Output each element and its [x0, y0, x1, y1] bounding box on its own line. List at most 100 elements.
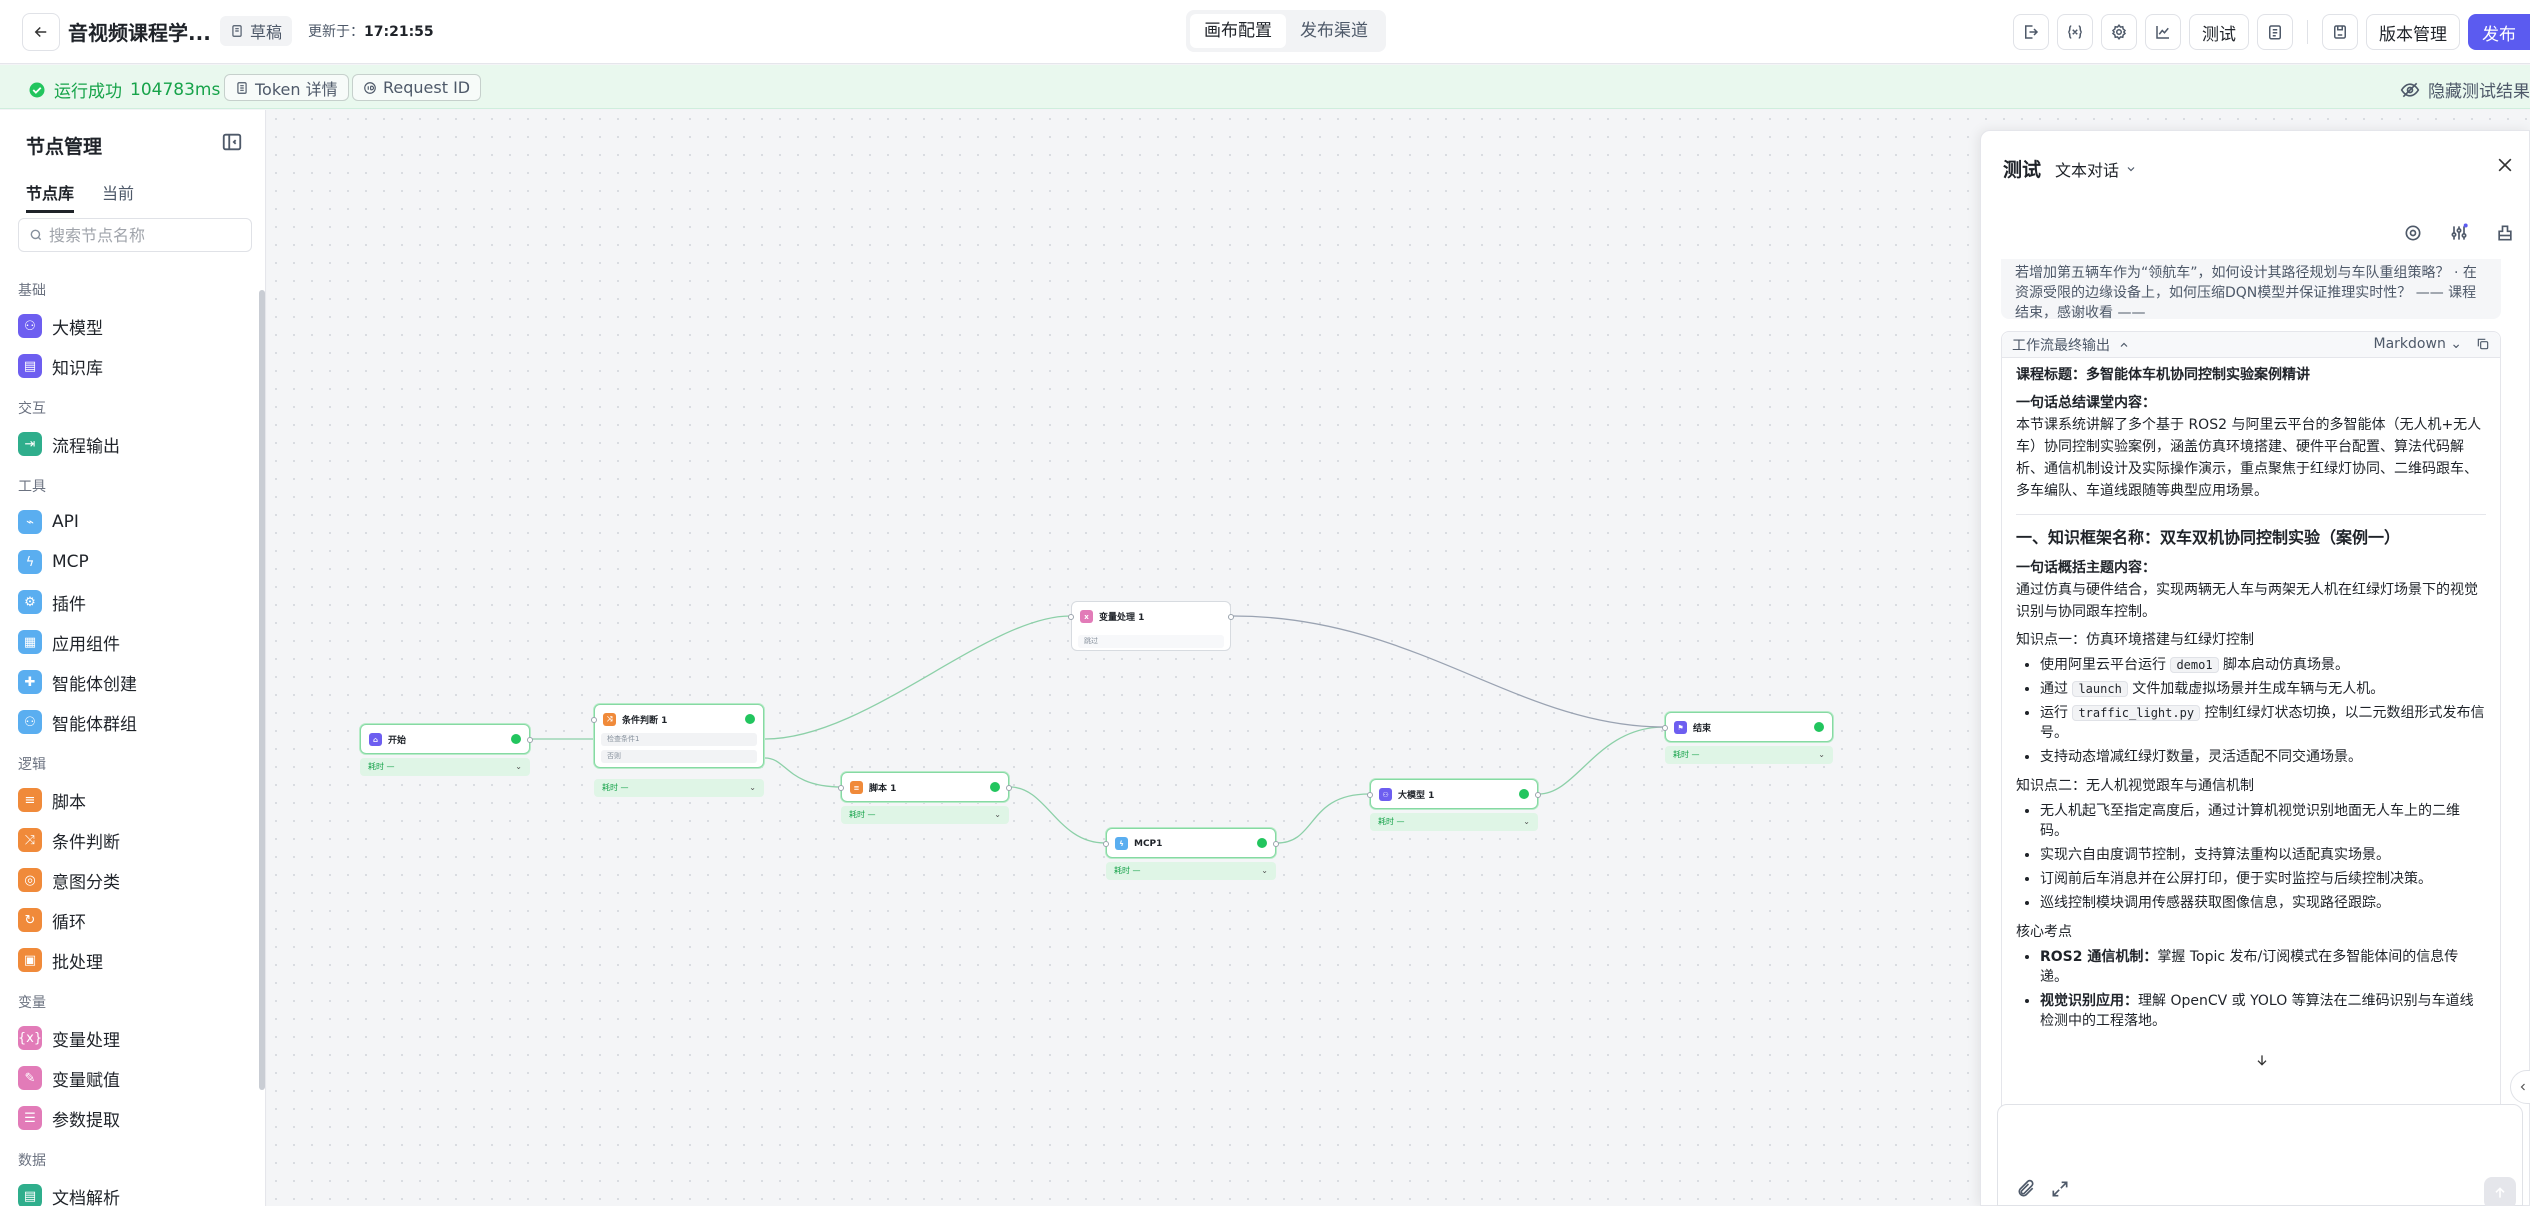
node-item-label: 参数提取	[52, 1110, 120, 1131]
node-item-plugin[interactable]: ⚙插件	[0, 582, 256, 622]
result-text: 耗时 —	[1378, 817, 1405, 826]
node-item-condition[interactable]: ⤨条件判断	[0, 820, 256, 860]
expand-icon[interactable]	[2050, 1179, 2070, 1199]
input-port[interactable]	[1068, 614, 1074, 620]
node-search[interactable]	[18, 218, 252, 252]
script-icon: ≡	[850, 781, 863, 794]
node-item-param-extract[interactable]: ☰参数提取	[0, 1098, 256, 1138]
sliders-icon[interactable]	[2449, 223, 2469, 243]
back-button[interactable]	[22, 13, 60, 51]
chevron-down-icon: ⌄	[515, 762, 522, 771]
node-item-app-component[interactable]: ▦应用组件	[0, 622, 256, 662]
attachment-icon[interactable]	[2016, 1179, 2036, 1199]
node-llm[interactable]: ⚇大模型 1	[1367, 779, 1541, 809]
node-header: ≡脚本 1	[850, 781, 896, 794]
collapse-panel-icon[interactable]	[221, 131, 243, 153]
close-icon[interactable]	[2495, 155, 2515, 175]
category-variables: 变量	[18, 995, 46, 1011]
node-item-label: 文档解析	[52, 1188, 120, 1206]
test-result-scroll[interactable]: 若增加第五辆车作为“领航车”，如何设计其路径规划与车队重组策略？ · 在资源受限…	[1995, 259, 2505, 1206]
test-button[interactable]: 测试	[2189, 14, 2249, 50]
output-port[interactable]	[1006, 785, 1012, 791]
input-port[interactable]	[838, 785, 844, 791]
node-item-llm[interactable]: ⚇大模型	[0, 306, 256, 346]
input-port[interactable]	[1662, 725, 1668, 731]
gear-icon[interactable]	[2403, 223, 2423, 243]
node-item-var-assign[interactable]: ✎变量赋值	[0, 1058, 256, 1098]
copy-icon[interactable]	[2476, 337, 2490, 351]
send-button[interactable]	[2484, 1177, 2516, 1206]
export-button[interactable]	[2013, 14, 2049, 50]
tab-node-library[interactable]: 节点库	[26, 180, 75, 213]
node-item-flow-output[interactable]: ⇥流程输出	[0, 424, 256, 464]
tab-publish-channel[interactable]: 发布渠道	[1300, 21, 1368, 41]
test-history-button[interactable]	[2257, 14, 2293, 50]
node-item-api[interactable]: ⌁API	[0, 502, 256, 542]
node-item-agent-create[interactable]: ✚智能体创建	[0, 662, 256, 702]
token-details-label: Token 详情	[255, 79, 338, 99]
node-item-knowledge[interactable]: ▤知识库	[0, 346, 256, 386]
chevron-up-icon[interactable]	[2118, 339, 2130, 351]
mcp-icon: ϟ	[1115, 837, 1128, 850]
node-condition[interactable]: ⤨条件判断 1 检查条件1 否则	[591, 704, 764, 768]
node-item-script[interactable]: ≡脚本	[0, 780, 256, 820]
request-id-button[interactable]: Request ID	[352, 74, 482, 101]
node-item-batch[interactable]: ▣批处理	[0, 940, 256, 980]
node-item-loop[interactable]: ↻循环	[0, 900, 256, 940]
node-item-label: 应用组件	[52, 634, 120, 655]
llm-icon: ⚇	[1379, 788, 1392, 801]
group-icon: ⚇	[18, 710, 42, 734]
node-item-doc-parse[interactable]: ▤文档解析	[0, 1176, 256, 1206]
top-header: 音视频课程学... 草稿 更新于：17:21:55 画布配置 发布渠道 测试 版…	[0, 0, 2530, 64]
output-port[interactable]	[527, 737, 533, 743]
output-port[interactable]	[1228, 614, 1234, 620]
input-port[interactable]	[1103, 841, 1109, 847]
edge-cond-script	[764, 757, 843, 788]
format-select[interactable]: Markdown ⌄	[2374, 336, 2462, 352]
node-start-result[interactable]: 耗时 —⌄	[360, 758, 530, 776]
node-search-input[interactable]	[49, 225, 239, 245]
list-item: 实现六自由度调节控制，支持算法重构以适配真实场景。	[2040, 845, 2486, 865]
node-condition-result[interactable]: 耗时 —⌄	[594, 779, 764, 797]
chat-mode-select[interactable]: 文本对话	[2055, 157, 2137, 181]
node-script-result[interactable]: 耗时 —⌄	[841, 806, 1009, 824]
node-script[interactable]: ≡脚本 1	[838, 772, 1012, 802]
node-item-intent[interactable]: ◎意图分类	[0, 860, 256, 900]
settings-button[interactable]	[2101, 14, 2137, 50]
output-port[interactable]	[1535, 792, 1541, 798]
message-input[interactable]	[2010, 1115, 2500, 1165]
version-manage-button[interactable]: 版本管理	[2366, 14, 2460, 50]
input-port[interactable]	[591, 717, 597, 723]
clear-icon[interactable]	[2495, 223, 2515, 243]
input-port[interactable]	[1367, 792, 1373, 798]
output-format-controls: Markdown ⌄	[2374, 336, 2490, 352]
node-item-var-process[interactable]: {x}变量处理	[0, 1018, 256, 1058]
scroll-to-bottom-button[interactable]	[2248, 1046, 2276, 1074]
node-end-result[interactable]: 耗时 —⌄	[1665, 746, 1833, 764]
node-llm-result[interactable]: 耗时 —⌄	[1370, 813, 1538, 831]
save-button[interactable]	[2322, 14, 2358, 50]
node-list-scrollbar[interactable]	[258, 280, 266, 1200]
chevron-down-icon: ⌄	[749, 783, 756, 792]
tab-current[interactable]: 当前	[102, 184, 135, 203]
node-end[interactable]: ⚑结束	[1662, 712, 1833, 742]
list-item: 无人机起飞至指定高度后，通过计算机视觉识别地面无人车上的二维码。	[2040, 801, 2486, 841]
node-item-agent-group[interactable]: ⚇智能体群组	[0, 702, 256, 742]
scrollbar-thumb[interactable]	[259, 290, 265, 1090]
branch-icon: ⤨	[603, 713, 616, 726]
inline-code: launch	[2072, 681, 2128, 697]
theme-label: 一句话概括主题内容：	[2016, 560, 2156, 576]
node-mcp-result[interactable]: 耗时 —⌄	[1106, 862, 1276, 880]
output-port[interactable]	[1273, 841, 1279, 847]
token-details-button[interactable]: Token 详情	[224, 74, 349, 101]
tab-canvas-config[interactable]: 画布配置	[1190, 14, 1286, 48]
variables-button[interactable]	[2057, 14, 2093, 50]
node-start[interactable]: ⌂开始	[360, 724, 533, 754]
stats-button[interactable]	[2145, 14, 2181, 50]
node-item-label: API	[52, 512, 79, 532]
publish-button[interactable]: 发布	[2468, 14, 2530, 50]
hide-test-results-button[interactable]: 隐藏测试结果	[2400, 77, 2530, 102]
